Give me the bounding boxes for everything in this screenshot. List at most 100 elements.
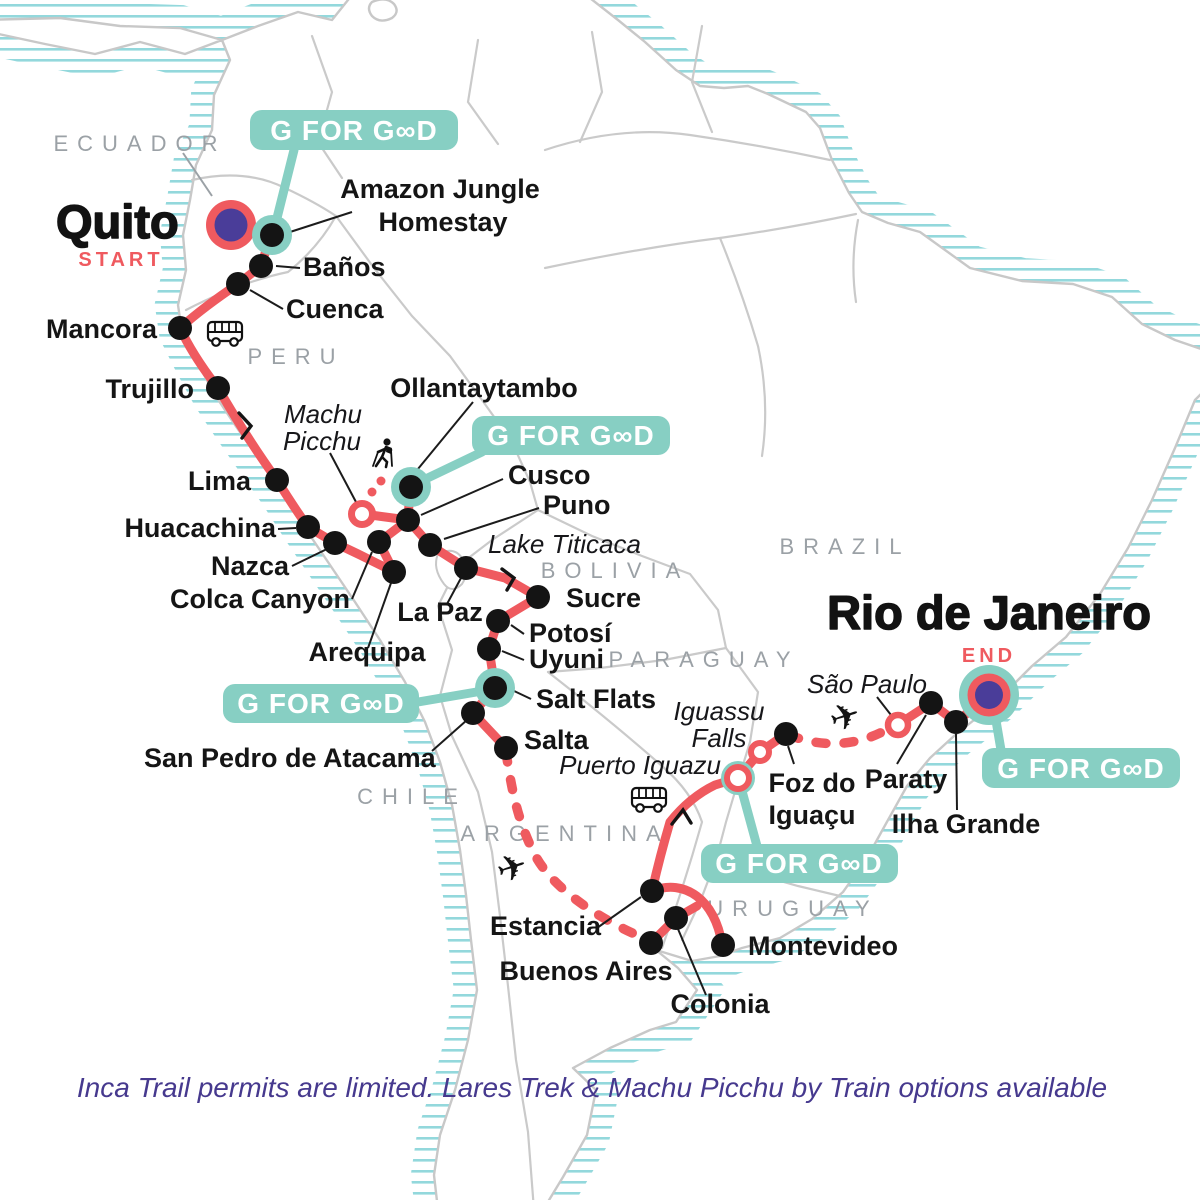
stop-marker-sucre (526, 585, 550, 609)
pointer-colonia (677, 928, 707, 996)
start-tag: START (78, 249, 163, 271)
label-paraty: Paraty (865, 764, 948, 794)
label-trujillo: Trujillo (105, 374, 194, 404)
pointer-uyuni (501, 650, 525, 661)
g-for-good-badge-2: G FOR G∞D (472, 416, 670, 455)
ecuador-pointer-line (182, 152, 213, 197)
border-chile-argentina (450, 734, 535, 1200)
pointer-foz (787, 745, 795, 765)
stop-marker-colca-canyon (367, 530, 391, 554)
label-colonia: Colonia (671, 989, 771, 1019)
label-lima: Lima (188, 466, 252, 496)
pointer-sao-paulo (876, 696, 892, 716)
label-mancora: Mancora (46, 314, 158, 344)
stop-marker-colonia (664, 906, 688, 930)
border-venezuela-brazil (543, 131, 832, 162)
stop-labels: Quito START Rio de Janeiro END Amazon Ju… (46, 174, 1152, 1019)
stop-marker-san-pedro (461, 701, 485, 725)
border-bolivia-paraguay (546, 646, 728, 674)
g-for-good-badge-label: G FOR G∞D (997, 753, 1164, 784)
stop-marker-cusco (396, 508, 420, 532)
start-city-label: Quito (56, 195, 179, 248)
pointer-ollantaytambo (412, 401, 474, 476)
pointer-estancia (596, 896, 642, 929)
stop-marker-foz-do-iguacu (774, 722, 798, 746)
visit-marker-machu-picchu (348, 500, 376, 528)
bus-icon (630, 786, 668, 813)
country-label-paraguay: PARAGUAY (609, 647, 800, 672)
stop-marker-trujillo (206, 376, 230, 400)
g-for-good-stop-puerto-iguazu (721, 761, 755, 795)
bus-icon (206, 320, 244, 347)
hiker-icon (372, 438, 393, 469)
country-borders (184, 24, 860, 1200)
end-city-label: Rio de Janeiro (827, 586, 1151, 639)
label-la-paz: La Paz (397, 597, 483, 627)
pointer-la-paz (446, 577, 462, 605)
pointer-puno (443, 507, 540, 540)
stop-marker-salta (494, 736, 518, 760)
stop-marker-lima (265, 468, 289, 492)
stop-marker-nazca (323, 531, 347, 555)
label-buenos-aires: Buenos Aires (499, 956, 672, 986)
pointer-paraty (896, 714, 927, 765)
stop-marker-cuenca (226, 272, 250, 296)
pointer-san-pedro (431, 719, 468, 752)
stop-marker-estancia (640, 879, 664, 903)
label-foz-do-iguacu-2: Iguaçu (768, 800, 855, 830)
label-machu-picchu-2: Picchu (283, 426, 361, 456)
g-for-good-badges: G FOR G∞D G FOR G∞D G FOR G∞D G FOR G∞D … (223, 110, 1180, 883)
pointer-nazca (291, 548, 328, 567)
label-iguassu-falls: Iguassu (673, 696, 764, 726)
pointer-huacachina (277, 527, 297, 530)
g-for-good-badge-label: G FOR G∞D (237, 688, 404, 719)
border-venezuela-3 (578, 30, 604, 144)
label-amazon-jungle-homestay: Amazon Jungle (340, 174, 540, 204)
g-for-good-stop-salt-flats (475, 668, 515, 708)
label-pointer-lines (249, 211, 958, 996)
label-foz-do-iguacu: Foz do (769, 768, 856, 798)
stop-marker-huacachina (296, 515, 320, 539)
stop-marker-buenos-aires (639, 931, 663, 955)
label-lake-titicaca: Lake Titicaca (488, 529, 641, 559)
country-label-argentina: ARGENTINA (460, 821, 669, 846)
border-peru-brazil (334, 214, 540, 512)
pointer-potosi (510, 624, 525, 635)
g-for-good-badge-4: G FOR G∞D (701, 844, 898, 883)
label-nazca: Nazca (211, 551, 290, 581)
route-direction-arrow-1 (237, 411, 254, 440)
label-sucre: Sucre (566, 583, 641, 613)
label-cuenca: Cuenca (286, 294, 385, 324)
country-label-peru: PERU (247, 344, 344, 369)
stop-marker-paraty (919, 691, 943, 715)
g-for-good-badge-1: G FOR G∞D (250, 110, 458, 150)
tocantins-river (852, 218, 860, 304)
pointer-amazon (289, 211, 353, 233)
label-sao-paulo: São Paulo (807, 669, 927, 699)
pointer-colca (351, 551, 373, 600)
stop-marker-mancora (168, 316, 192, 340)
label-estancia: Estancia (490, 911, 602, 941)
stop-marker-ilha-grande (944, 710, 968, 734)
visit-marker-iguassu-falls (748, 740, 772, 764)
inca-trail-note: Inca Trail permits are limited. Lares Tr… (77, 1072, 1107, 1103)
pointer-cusco (420, 478, 504, 516)
country-label-uruguay: URUGUAY (707, 896, 878, 921)
route-direction-arrow-3 (670, 807, 693, 826)
label-ollantaytambo: Ollantaytambo (390, 373, 578, 403)
pointer-salt-flats (511, 689, 532, 700)
label-potosi: Potosí (529, 618, 613, 648)
route-direction-arrow-2 (500, 567, 517, 592)
visit-marker-sao-paulo (884, 711, 912, 739)
country-labels: ECUADOR PERU BOLIVIA BRAZIL PARAGUAY CHI… (53, 131, 901, 921)
g-for-good-stop-amazon (252, 215, 292, 255)
label-banos: Baños (303, 252, 386, 282)
label-puno: Puno (543, 490, 611, 520)
stop-marker-banos (249, 254, 273, 278)
border-paraguay-brazil (724, 646, 760, 780)
trek-dot-1 (367, 487, 377, 497)
label-iguassu-falls-2: Falls (692, 723, 747, 753)
route-estancia-foz (647, 729, 791, 896)
